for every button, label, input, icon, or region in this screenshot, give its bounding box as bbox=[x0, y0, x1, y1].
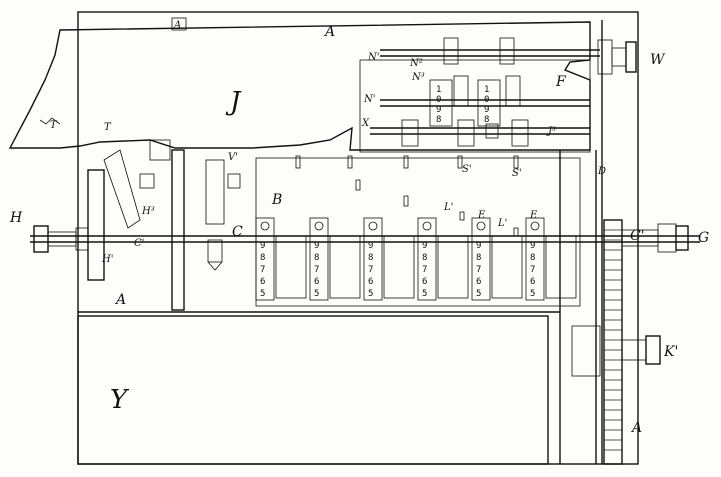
svg-text:9: 9 bbox=[260, 241, 265, 251]
svg-text:8: 8 bbox=[476, 253, 481, 263]
label-l1: L' bbox=[443, 202, 453, 213]
label-c: C bbox=[232, 224, 243, 240]
label-w: W bbox=[650, 52, 666, 68]
label-c-prime: C' bbox=[630, 228, 645, 244]
label-a-left: A bbox=[114, 292, 126, 308]
label-h: H bbox=[9, 210, 23, 226]
svg-text:6: 6 bbox=[314, 277, 319, 287]
svg-text:7: 7 bbox=[260, 265, 265, 275]
knob-k bbox=[571, 325, 661, 377]
label-h3: H³ bbox=[141, 206, 155, 217]
svg-text:5: 5 bbox=[260, 289, 265, 299]
svg-text:8: 8 bbox=[368, 253, 373, 263]
label-n3: N² bbox=[409, 58, 423, 69]
svg-text:8: 8 bbox=[436, 115, 441, 125]
svg-text:7: 7 bbox=[422, 265, 427, 275]
label-g: G bbox=[698, 230, 709, 246]
paper-sheet-j bbox=[8, 21, 591, 151]
label-l2: L' bbox=[497, 218, 507, 229]
svg-text:8: 8 bbox=[260, 253, 265, 263]
label-f: F bbox=[555, 74, 567, 90]
main-shaft-c bbox=[30, 235, 700, 243]
label-y: Y bbox=[110, 385, 130, 415]
svg-text:9: 9 bbox=[314, 241, 319, 251]
svg-text:9: 9 bbox=[530, 241, 535, 251]
svg-text:9: 9 bbox=[436, 105, 441, 115]
svg-text:1: 1 bbox=[436, 85, 441, 95]
label-e2: E bbox=[529, 210, 538, 221]
svg-text:7: 7 bbox=[530, 265, 535, 275]
label-s2: S' bbox=[512, 168, 522, 179]
upper-shafts bbox=[370, 49, 600, 135]
svg-text:7: 7 bbox=[368, 265, 373, 275]
paper-notch bbox=[39, 117, 61, 125]
svg-text:5: 5 bbox=[314, 289, 319, 299]
svg-text:6: 6 bbox=[530, 277, 535, 287]
svg-text:8: 8 bbox=[422, 253, 427, 263]
counter-wheel-5: 9 8 7 6 5 bbox=[471, 217, 523, 301]
svg-text:5: 5 bbox=[368, 289, 373, 299]
top-box bbox=[171, 17, 187, 31]
label-a-top: A bbox=[323, 24, 335, 40]
svg-text:9: 9 bbox=[484, 105, 489, 115]
label-v: V' bbox=[228, 152, 238, 163]
svg-text:9: 9 bbox=[476, 241, 481, 251]
label-a-right: A bbox=[630, 420, 642, 436]
counter-wheel-4: 9 8 7 6 5 bbox=[417, 217, 469, 301]
svg-text:5: 5 bbox=[476, 289, 481, 299]
label-e1: E bbox=[477, 210, 486, 221]
svg-text:6: 6 bbox=[260, 277, 265, 287]
right-gear-k bbox=[603, 219, 623, 465]
svg-text:5: 5 bbox=[530, 289, 535, 299]
svg-text:8: 8 bbox=[530, 253, 535, 263]
label-d: D bbox=[597, 166, 606, 177]
svg-text:1: 1 bbox=[484, 85, 489, 95]
upper-drum-1: 1 0 9 8 bbox=[429, 79, 453, 127]
label-c-left: C' bbox=[134, 238, 144, 249]
svg-text:8: 8 bbox=[314, 253, 319, 263]
label-n2: N' bbox=[363, 94, 376, 105]
counter-wheel-6: 9 8 7 6 5 bbox=[525, 217, 577, 301]
left-mechanism bbox=[87, 139, 241, 311]
knob-g bbox=[621, 223, 689, 253]
label-t: T bbox=[50, 120, 58, 131]
label-s1: S' bbox=[462, 164, 472, 175]
svg-text:6: 6 bbox=[476, 277, 481, 287]
counter-wheel-2: 9 8 7 6 5 bbox=[309, 217, 361, 301]
label-j: J bbox=[225, 87, 242, 117]
label-t2: T bbox=[104, 122, 112, 133]
svg-text:8: 8 bbox=[484, 115, 489, 125]
knob-h bbox=[33, 225, 89, 253]
svg-text:7: 7 bbox=[476, 265, 481, 275]
frame-outline bbox=[77, 11, 639, 465]
label-a-box: A bbox=[173, 20, 181, 31]
svg-text:9: 9 bbox=[368, 241, 373, 251]
label-j3: J³ bbox=[546, 126, 556, 137]
svg-text:6: 6 bbox=[368, 277, 373, 287]
label-k: K' bbox=[663, 344, 678, 360]
counter-wheel-1: 9 8 7 6 5 bbox=[255, 217, 307, 301]
svg-text:0: 0 bbox=[484, 95, 489, 105]
svg-text:9: 9 bbox=[422, 241, 427, 251]
knob-w bbox=[597, 39, 637, 75]
svg-text:5: 5 bbox=[422, 289, 427, 299]
label-h1: H' bbox=[101, 254, 113, 265]
label-n1: N' bbox=[367, 52, 380, 63]
upper-drum-2: 1 0 9 8 bbox=[477, 79, 501, 127]
svg-text:0: 0 bbox=[436, 95, 441, 105]
label-n4: N³ bbox=[411, 72, 425, 83]
upper-gears bbox=[401, 37, 529, 147]
svg-text:6: 6 bbox=[422, 277, 427, 287]
label-b: B bbox=[271, 192, 282, 208]
label-x: X bbox=[361, 118, 370, 129]
counter-wheel-3: 9 8 7 6 5 bbox=[363, 217, 415, 301]
svg-text:7: 7 bbox=[314, 265, 319, 275]
